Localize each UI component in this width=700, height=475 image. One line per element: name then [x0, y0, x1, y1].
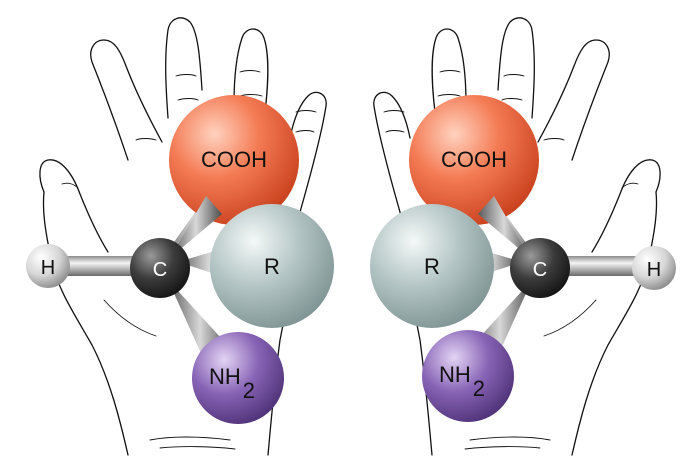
left-r-label: R [264, 254, 280, 279]
right-cooh-wedge-tip [478, 196, 530, 258]
right-molecule: COOH R C H NH2 [370, 95, 676, 422]
right-cooh-label: COOH [441, 147, 507, 172]
left-molecule: COOH R C H NH2 [26, 95, 334, 424]
right-amine-subscript: 2 [473, 376, 485, 401]
right-cooh-sphere [409, 95, 539, 225]
right-r-sphere [370, 204, 494, 328]
left-cooh-sphere [169, 95, 299, 225]
right-hydrogen-sphere [632, 246, 676, 290]
left-cooh-wedge-tip [170, 196, 222, 258]
left-amine-label: NH2 [209, 364, 255, 403]
left-carbon-sphere [130, 238, 190, 298]
left-amine-sphere [192, 332, 284, 424]
left-amine-main: NH [209, 364, 241, 389]
right-carbon-label: C [533, 259, 547, 281]
right-hydrogen-label: H [647, 259, 661, 281]
right-r-label: R [424, 254, 440, 279]
left-carbon-label: C [153, 259, 167, 281]
right-amine-main: NH [439, 362, 471, 387]
left-r-sphere [210, 204, 334, 328]
left-hydrogen-label: H [41, 257, 55, 279]
left-amine-subscript: 2 [243, 378, 255, 403]
right-carbon-sphere [510, 238, 570, 298]
right-amine-label: NH2 [439, 362, 485, 401]
right-amine-sphere [422, 330, 514, 422]
left-hydrogen-sphere [26, 244, 70, 288]
left-cooh-label: COOH [201, 147, 267, 172]
